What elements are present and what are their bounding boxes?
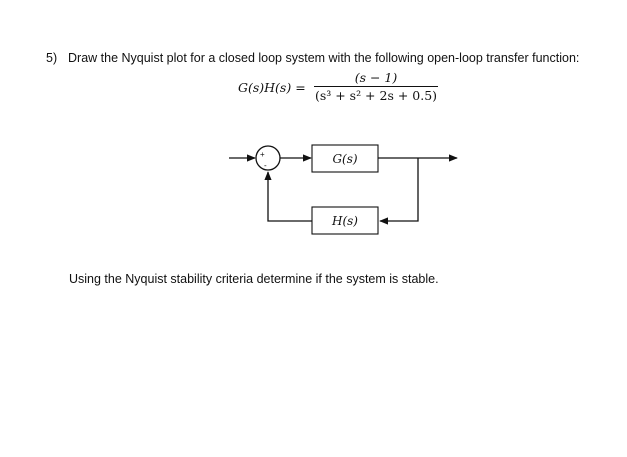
question-number: 5) <box>46 51 58 65</box>
equation-numerator: (s − 1) <box>314 70 438 87</box>
transfer-function-equation: G(s)H(s) = (s − 1) (s³ + s² + 2s + 0.5) <box>238 70 448 104</box>
stability-question: Using the Nyquist stability criteria det… <box>69 272 439 286</box>
equation-denominator: (s³ + s² + 2s + 0.5) <box>314 88 438 103</box>
feedback-takeoff-line <box>379 158 419 225</box>
forward-block-label: G(s) <box>332 152 357 166</box>
question-text: Draw the Nyquist plot for a closed loop … <box>68 51 580 65</box>
question-line: 5) Draw the Nyquist plot for a closed loo… <box>46 51 579 65</box>
summing-minus-sign: - <box>264 161 267 170</box>
feedback-block-hs <box>311 206 379 235</box>
forward-block-gs <box>311 144 379 173</box>
summing-plus-sign: + <box>260 150 265 159</box>
feedback-return-line <box>264 171 312 222</box>
feedback-block-label: H(s) <box>331 214 358 228</box>
equation-fraction: (s − 1) (s³ + s² + 2s + 0.5) <box>314 70 438 103</box>
equation-lhs: G(s)H(s) = <box>238 80 306 95</box>
